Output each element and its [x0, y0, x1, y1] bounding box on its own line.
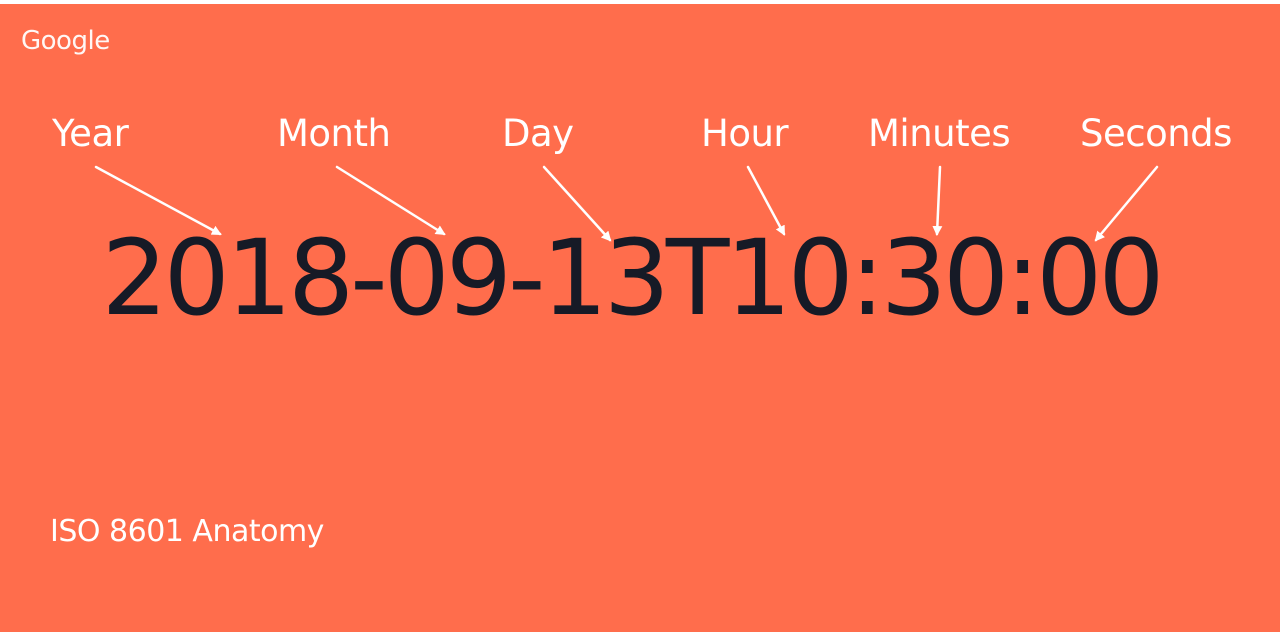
- arrow-year: [94, 165, 222, 236]
- arrows: [94, 165, 1159, 242]
- label-day: Day: [502, 112, 574, 155]
- slide: Google Year Month Day Hour Minutes Secon…: [0, 4, 1280, 632]
- arrow-day: [542, 165, 612, 242]
- label-hour: Hour: [701, 112, 789, 155]
- arrow-minutes: [932, 165, 943, 236]
- arrow-seconds: [1094, 165, 1159, 242]
- google-logo: Google: [21, 26, 110, 56]
- arrow-month: [335, 165, 446, 236]
- label-month: Month: [277, 112, 391, 155]
- label-minutes: Minutes: [868, 112, 1011, 155]
- label-seconds: Seconds: [1080, 112, 1232, 155]
- caption: ISO 8601 Anatomy: [50, 514, 324, 549]
- label-year: Year: [52, 112, 129, 155]
- iso-timestamp: 2018-09-13T10:30:00: [101, 217, 1164, 339]
- arrow-hour: [746, 165, 786, 236]
